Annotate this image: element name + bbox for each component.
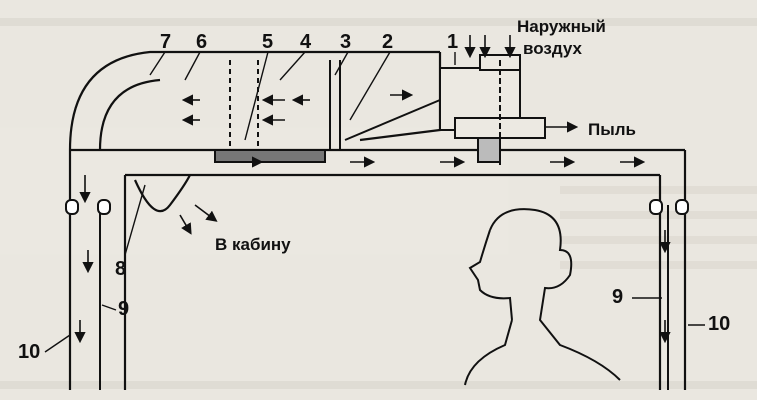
fan-housing: [439, 54, 546, 165]
outside-air-label-line2: воздух: [523, 39, 582, 58]
airflow-arrows: [74, 35, 671, 344]
leader-lines: [44, 51, 705, 353]
label-2: 2: [382, 31, 393, 53]
label-9-right: 9: [612, 286, 623, 308]
label-5: 5: [262, 31, 273, 53]
right-pillar-ducts: [649, 199, 689, 390]
left-pillar-ducts: [65, 199, 111, 390]
dust-label: Пыль: [588, 120, 636, 139]
label-3: 3: [340, 31, 351, 53]
label-4: 4: [300, 31, 312, 53]
to-cabin-label: В кабину: [215, 235, 291, 254]
label-10-left: 10: [18, 341, 40, 363]
label-10-right: 10: [708, 313, 730, 335]
label-8: 8: [115, 258, 126, 280]
deflector-flap: [133, 174, 191, 213]
label-6: 6: [196, 31, 207, 53]
passenger-head: [464, 208, 621, 386]
label-9-left: 9: [118, 298, 129, 320]
outside-air-label-line1: Наружный: [517, 17, 606, 36]
label-1: 1: [447, 31, 458, 53]
label-7: 7: [160, 31, 171, 53]
roof-duct: [68, 50, 687, 390]
filter-assembly: [214, 60, 441, 163]
